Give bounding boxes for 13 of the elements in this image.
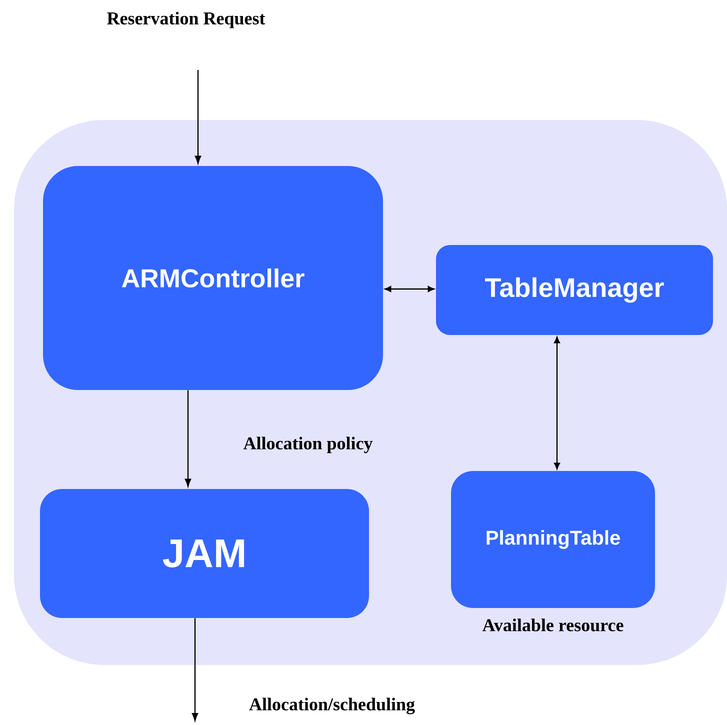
arrow (192, 618, 198, 721)
edge-label: Allocation/scheduling (249, 698, 415, 714)
arrow (194, 70, 202, 164)
arrow (384, 286, 434, 292)
process-box: ARMController (43, 166, 383, 390)
node-label: Available resource (482, 618, 624, 632)
process-box: PlanningTable (451, 471, 655, 608)
edge-label: Allocation policy (243, 436, 373, 454)
edge-label: Reservation Request (107, 12, 266, 28)
arrow (184, 390, 192, 487)
arrow (554, 336, 560, 470)
process-box: JAM (40, 489, 369, 618)
process-box: TableManager (436, 245, 713, 335)
